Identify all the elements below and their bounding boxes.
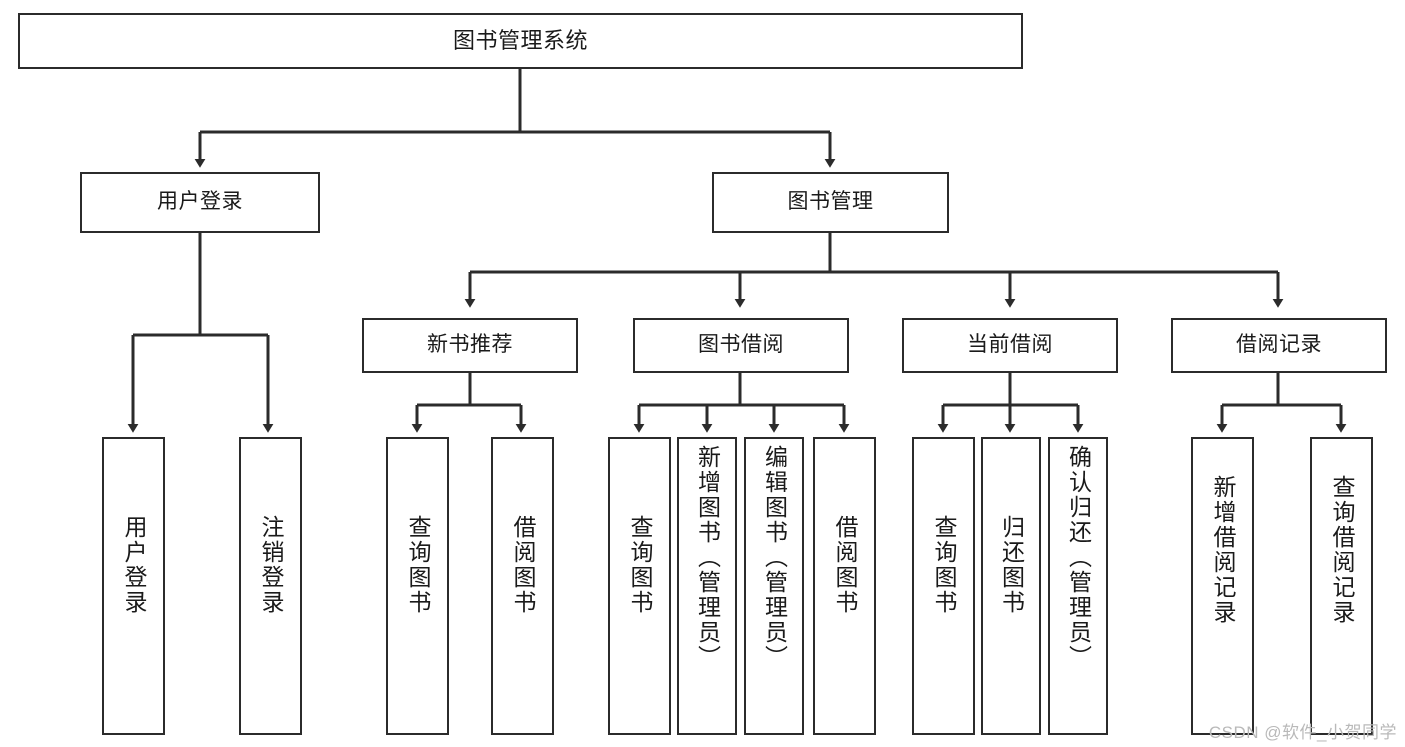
node-label: 新增图书（管理员） (694, 445, 721, 670)
leaf-logout-login[interactable]: 注销登录 (239, 437, 302, 735)
node-label: 确认归还（管理员） (1065, 445, 1092, 670)
node-label: 用户登录 (157, 190, 243, 214)
node-label: 查询借阅记录 (1329, 475, 1355, 625)
node-label: 借阅图书 (510, 515, 536, 615)
leaf-edit-book-admin[interactable]: 编辑图书（管理员） (744, 437, 804, 735)
leaf-query-book-borrow[interactable]: 查询图书 (608, 437, 671, 735)
node-label: 图书管理 (787, 190, 874, 214)
node-label: 图书管理系统 (452, 28, 588, 54)
node-borrow-record[interactable]: 借阅记录 (1171, 318, 1387, 373)
node-label: 查询图书 (627, 515, 653, 615)
node-user-login[interactable]: 用户登录 (80, 172, 320, 233)
node-label: 新书推荐 (427, 333, 513, 357)
node-label: 新增借阅记录 (1210, 475, 1236, 625)
node-book-borrow[interactable]: 图书借阅 (633, 318, 849, 373)
node-label: 借阅记录 (1236, 333, 1322, 357)
node-label: 用户登录 (121, 515, 147, 615)
leaf-add-book-admin[interactable]: 新增图书（管理员） (677, 437, 737, 735)
node-book-manage[interactable]: 图书管理 (712, 172, 949, 233)
node-label: 查询图书 (931, 515, 957, 615)
leaf-query-borrow-record[interactable]: 查询借阅记录 (1310, 437, 1373, 735)
leaf-return-book[interactable]: 归还图书 (981, 437, 1041, 735)
leaf-add-borrow-record[interactable]: 新增借阅记录 (1191, 437, 1254, 735)
node-root-system[interactable]: 图书管理系统 (18, 13, 1023, 69)
node-label: 图书借阅 (698, 333, 784, 357)
node-new-book-rec[interactable]: 新书推荐 (362, 318, 578, 373)
node-current-borrow[interactable]: 当前借阅 (902, 318, 1118, 373)
leaf-query-book-rec[interactable]: 查询图书 (386, 437, 449, 735)
leaf-borrow-book-rec[interactable]: 借阅图书 (491, 437, 554, 735)
leaf-query-book-current[interactable]: 查询图书 (912, 437, 975, 735)
node-label: 编辑图书（管理员） (761, 445, 788, 670)
node-label: 查询图书 (405, 515, 431, 615)
node-label: 归还图书 (998, 515, 1025, 615)
leaf-user-login[interactable]: 用户登录 (102, 437, 165, 735)
leaf-borrow-book-borrow[interactable]: 借阅图书 (813, 437, 876, 735)
csdn-watermark: CSDN @软件_小贺同学 (1208, 723, 1397, 742)
node-label: 注销登录 (258, 515, 284, 615)
node-label: 当前借阅 (967, 333, 1053, 357)
leaf-confirm-return-admin[interactable]: 确认归还（管理员） (1048, 437, 1108, 735)
node-label: 借阅图书 (832, 515, 858, 615)
